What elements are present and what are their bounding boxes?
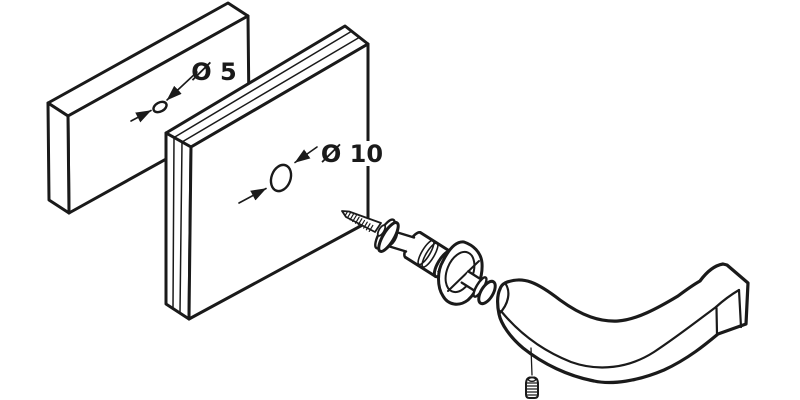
lever-handle (496, 262, 750, 385)
spindle-pin (460, 270, 497, 306)
boss-front-edge (737, 288, 743, 329)
screw-threads (344, 210, 374, 232)
back-plate (46, 1, 251, 215)
boss-front-arc (714, 288, 741, 309)
set-screw (525, 347, 539, 399)
handle-boss (714, 288, 743, 336)
dia10-arrow-upper (294, 146, 318, 164)
washer (374, 218, 400, 253)
dia5-label: Ø 5 (191, 58, 236, 86)
set-screw-threads (525, 382, 539, 396)
set-screw-leader-line (530, 347, 533, 376)
dia10-arrow-lower (238, 187, 267, 204)
dia5-arrow-upper (166, 71, 198, 101)
dia5-arrow-lower (130, 109, 152, 123)
handle-end-face (497, 281, 510, 316)
glass-panel (164, 24, 370, 321)
set-screw-top (527, 377, 537, 383)
dia10-annotation: Ø 10 (238, 140, 383, 204)
dia10-label: Ø 10 (321, 140, 383, 168)
dia10-label-mask (321, 141, 383, 166)
boss-left-edge (715, 306, 719, 336)
rosette-hole-edge (447, 260, 480, 292)
mounting-screw (341, 210, 382, 233)
dia5-annotation: Ø 5 (130, 58, 237, 123)
handle-front-contour (499, 305, 718, 369)
drill-hole-small (152, 100, 168, 114)
drill-hole-large (269, 163, 293, 193)
